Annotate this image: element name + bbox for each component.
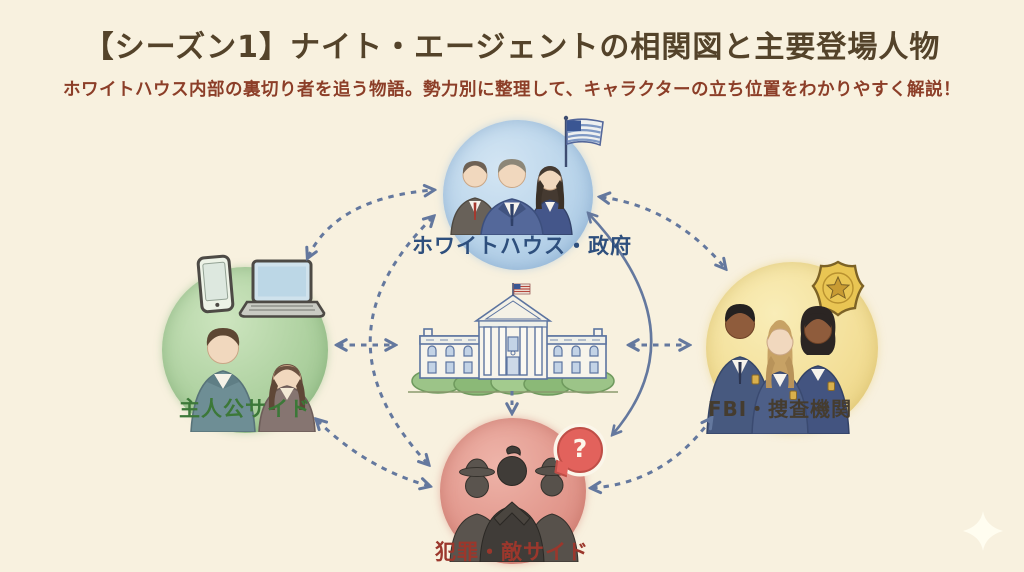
protagonist-woman <box>258 364 316 432</box>
page-subtitle: ホワイトハウス内部の裏切り者を追う物語。勢力別に整理して、キャラクターの立ち位置… <box>63 80 961 100</box>
node-government-circle <box>443 120 593 270</box>
label-enemy: 犯罪・敵サイド <box>435 540 589 564</box>
arrow-enemy-fbi <box>592 419 711 488</box>
police-badge-icon <box>811 260 865 317</box>
white-house-illustration <box>408 283 618 396</box>
agent-center-woman <box>751 320 809 434</box>
man-and-woman-illustration <box>190 254 326 432</box>
official-center-man <box>480 159 544 235</box>
official-right-woman <box>527 166 573 235</box>
label-protagonist: 主人公サイド <box>179 397 311 421</box>
page-title: 【シーズン1】ナイト・エージェントの相関図と主要登場人物 <box>83 30 941 65</box>
us-flag-icon <box>563 115 604 167</box>
label-fbi: FBI・捜査機関 <box>707 397 853 421</box>
rooftop-flag-icon <box>512 283 531 296</box>
three-officials-illustration <box>450 159 573 235</box>
three-silhouettes-illustration <box>449 445 579 562</box>
protagonist-man <box>190 328 256 432</box>
label-government: ホワイトハウス・政府 <box>412 234 632 258</box>
smartphone-icon <box>196 254 235 314</box>
laptop-icon <box>238 259 326 318</box>
sparkle-icon <box>963 511 1003 551</box>
silhouette-center <box>479 445 545 562</box>
three-agents-illustration <box>706 260 865 434</box>
